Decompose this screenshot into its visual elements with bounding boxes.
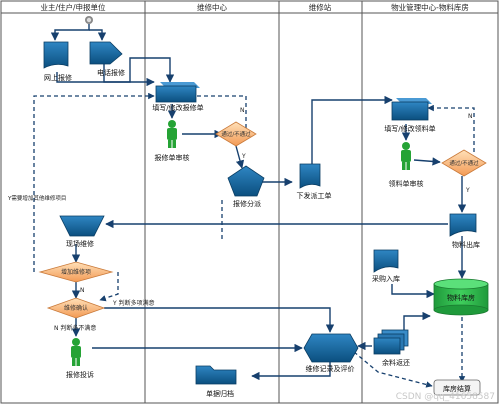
node-onsite-repair[interactable]: 现场维修 — [59, 215, 105, 248]
fill-repair-form-label: 填写/修改报修单 — [152, 103, 203, 112]
edge-purchase-stock — [391, 284, 435, 299]
fill-material-form-label: 填写/修改领料单 — [384, 124, 435, 133]
node-doc-archive[interactable]: 单据归档 — [195, 365, 237, 398]
edge-add-y-back — [33, 92, 155, 272]
edge-issue-fill-material — [311, 95, 393, 168]
node-issue-work-order[interactable]: 下发派工单 — [297, 163, 332, 200]
label-n-2: N — [468, 113, 473, 120]
node-fill-repair-form[interactable]: 填写/修改报修单 — [152, 82, 204, 112]
label-y-confirm: Y 判断多项满意 — [112, 299, 155, 307]
stock-settle-label: 库房结算 — [443, 384, 471, 393]
folder-icon — [195, 365, 237, 385]
edge-add-n-down — [99, 272, 119, 302]
node-repair-dispatch[interactable]: 报修分派 — [227, 165, 265, 208]
node-repair-confirm[interactable]: 维修确认 — [46, 297, 106, 319]
person-icon — [401, 142, 411, 170]
approve-1-label: 通过/不通过 — [221, 130, 251, 138]
issue-work-order-label: 下发派工单 — [297, 191, 332, 200]
node-approve-2[interactable]: 通过/不通过 — [441, 149, 487, 177]
node-material-out[interactable]: 物料出库 — [449, 213, 480, 249]
lane-title-repair-station: 维修站 — [309, 2, 332, 12]
edge-record-archive — [251, 362, 331, 381]
material-out-label: 物料出库 — [452, 240, 480, 249]
node-material-return[interactable]: 余料返还 — [373, 329, 410, 367]
edge-labels: N Y N Y N Y 判断多项满意 N 判断多不满意 Y需要增加其他维修项目 — [7, 107, 473, 332]
repair-dispatch-label: 报修分派 — [233, 199, 261, 208]
person-icon — [71, 338, 81, 366]
purchase-in-label: 采购入库 — [372, 274, 400, 283]
edge-approve2-n-back — [427, 104, 475, 152]
repair-confirm-label: 维修确认 — [64, 304, 88, 312]
add-repair-item-label: 增加维修项 — [61, 268, 91, 276]
lane-title-owner: 业主/住户/申报单位 — [40, 2, 106, 12]
label-y-1: Y — [241, 153, 246, 160]
node-material-review[interactable]: 领料单审核 — [389, 142, 424, 188]
dashed-connectors — [33, 92, 475, 388]
repair-complaint-label: 报修投诉 — [66, 370, 94, 379]
connectors — [50, 24, 467, 381]
material-return-label: 余料返还 — [382, 358, 410, 367]
edge-online-fill — [56, 57, 175, 83]
lane-title-repair-center: 维修中心 — [197, 2, 227, 12]
doc-archive-label: 单据归档 — [206, 389, 234, 398]
node-repair-review[interactable]: 报修单审核 — [155, 120, 190, 162]
label-y-need-items: Y需要增加其他维修项目 — [7, 194, 66, 202]
lane-title-material-store: 物业管理中心-物料库房 — [391, 2, 469, 12]
edge-phone-fill — [103, 64, 155, 87]
person-icon — [167, 120, 177, 148]
repair-review-label: 报修单审核 — [155, 153, 190, 162]
label-n-confirm: N 判断多不满意 — [54, 324, 96, 332]
edge-confirm-record — [104, 307, 335, 333]
approve-2-label: 通过/不通过 — [449, 159, 479, 167]
onsite-repair-label: 现场维修 — [66, 239, 94, 248]
online-report-label: 网上报修 — [44, 73, 72, 82]
node-fill-material-form[interactable]: 填写/修改领料单 — [384, 98, 436, 133]
material-review-label: 领料单审核 — [389, 179, 424, 188]
node-record-evaluate[interactable]: 维修记录及评价 — [303, 333, 359, 373]
node-material-stock[interactable]: 物料库房 — [433, 278, 489, 316]
record-evaluate-label: 维修记录及评价 — [306, 364, 355, 373]
edge-review-approve2 — [413, 157, 441, 166]
label-n-1: N — [240, 107, 245, 114]
node-online-report[interactable]: 网上报修 — [43, 41, 72, 82]
edge-approve-dispatch — [235, 145, 245, 169]
database-icon — [433, 278, 489, 316]
material-stock-label: 物料库房 — [447, 293, 475, 302]
node-phone-report[interactable]: 电话报修 — [89, 41, 125, 77]
phone-report-label: 电话报修 — [97, 68, 125, 77]
edge-start-phone — [89, 29, 107, 41]
edge-start-online — [50, 24, 90, 41]
edge-approve-n-back — [189, 92, 247, 128]
node-purchase-in[interactable]: 采购入库 — [372, 249, 400, 283]
label-y-2: Y — [465, 187, 470, 194]
label-n-3: N — [80, 287, 85, 294]
edge-return-stock — [403, 311, 431, 330]
node-add-repair-item[interactable]: 增加维修项 — [38, 261, 114, 283]
start-point — [85, 16, 93, 24]
node-approve-1[interactable]: 通过/不通过 — [215, 121, 257, 147]
edge-record-settle — [353, 351, 433, 388]
watermark: CSDN @qq_41658587 — [395, 392, 495, 402]
node-stock-settle[interactable]: 库房结算 — [433, 379, 481, 396]
node-repair-complaint[interactable]: 报修投诉 — [66, 338, 94, 379]
